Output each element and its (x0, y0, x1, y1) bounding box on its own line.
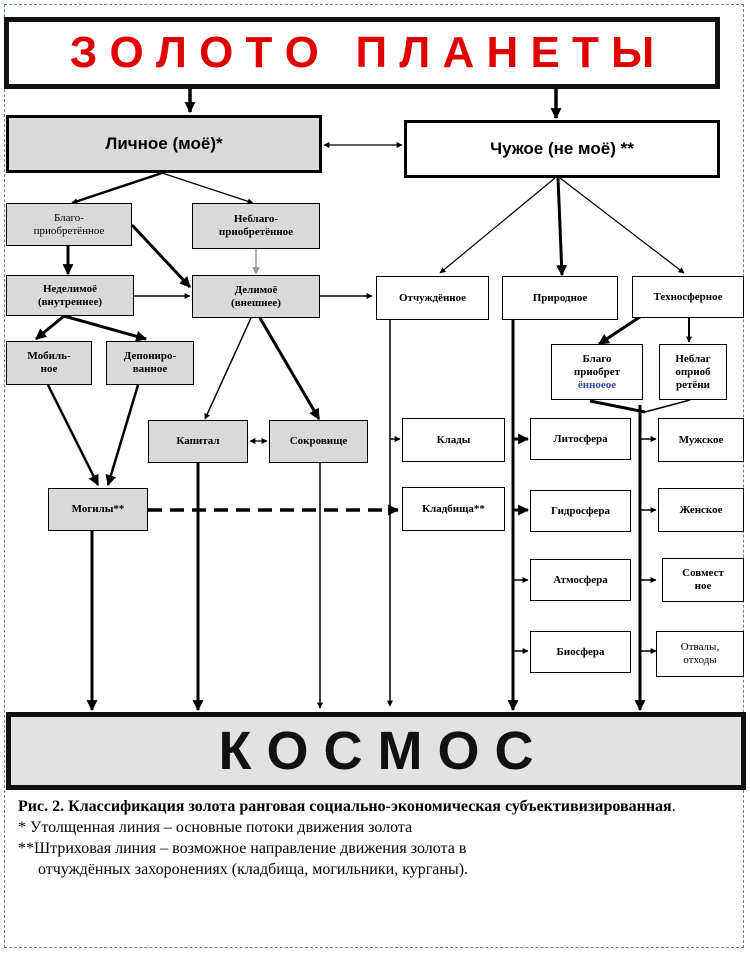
cosmos-box: К О С М О С (6, 712, 746, 790)
note-dashed-line-cont: отчуждённых захоронениях (кладбища, моги… (38, 861, 469, 878)
node-mobile: Мобиль- ное (6, 341, 92, 385)
note-dashed-line: **Штриховая линия – возможное направлени… (18, 840, 467, 857)
node-natural: Природное (502, 276, 618, 320)
figure-label: Рис. 2. (18, 798, 65, 815)
node-biosphere: Биосфера (530, 631, 631, 673)
node-personal: Личное (моё)* (6, 115, 322, 173)
node-ill-acquired: Неблаго- приобретённое (192, 203, 320, 249)
node-deposited: Депониро- ванное (106, 341, 194, 385)
node-capital: Капитал (148, 420, 248, 463)
node-technosphere: Техносферное (632, 276, 744, 318)
node-female: Женское (658, 488, 744, 532)
node-foreign: Чужое (не моё) ** (404, 120, 720, 178)
page-title: З О Л О Т О П Л А Н Е Т Ы (4, 17, 720, 89)
node-indivisible: Неделимоё (внутреннее) (6, 275, 134, 316)
tech-well-label-a: Благо приобрет (573, 352, 621, 378)
node-atmosphere: Атмосфера (530, 559, 631, 601)
node-lithosphere: Литосфера (530, 418, 631, 460)
figure-caption: Рис. 2. Классификация золота ранговая со… (18, 796, 730, 880)
node-joint: Совмест ное (662, 558, 744, 602)
figure-title: Классификация золота ранговая социально-… (68, 798, 672, 815)
node-tech-well-acquired: Благо приобрет ённоеое (551, 344, 643, 400)
node-male: Мужское (658, 418, 744, 462)
note-thick-line: * Утолщенная линия – основные потоки дви… (18, 819, 413, 836)
figure-title-line: Рис. 2. Классификация золота ранговая со… (18, 796, 730, 817)
figure-title-end: . (671, 798, 676, 815)
node-dumps: Отвалы, отходы (656, 631, 744, 677)
node-hydrosphere: Гидросфера (530, 490, 631, 532)
node-cemeteries: Кладбища** (402, 487, 505, 531)
node-alienated: Отчуждённое (376, 276, 489, 320)
dashed-frame (4, 4, 744, 948)
node-treasure: Сокровище (269, 420, 368, 463)
node-well-acquired: Благо- приобретённое (6, 203, 132, 246)
node-hoards: Клады (402, 418, 505, 462)
tech-well-label-b: ённоеое (577, 378, 617, 391)
node-graves: Могилы** (48, 488, 148, 531)
node-divisible: Делимоё (внешнее) (192, 275, 320, 318)
node-tech-ill-acquired: Неблаг оприоб ретёни (659, 344, 727, 400)
